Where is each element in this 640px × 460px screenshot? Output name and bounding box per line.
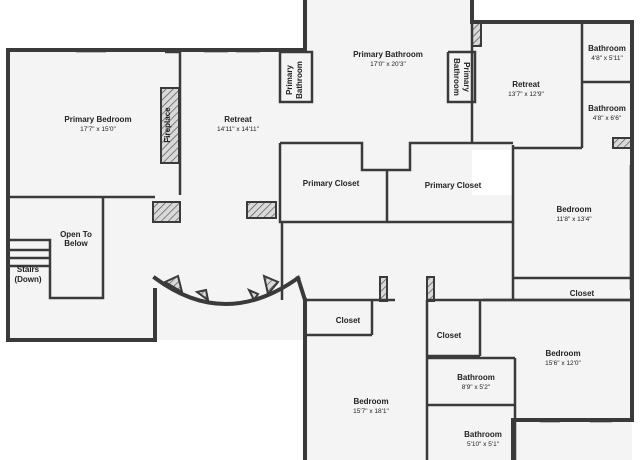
primary-closet-right-label: Primary Closet bbox=[425, 181, 482, 190]
floor-fill bbox=[8, 0, 632, 460]
retreat-right-label: Retreat bbox=[512, 80, 540, 89]
retreat-right-dims: 13'7" x 12'9" bbox=[508, 91, 544, 98]
open-to-below-line2: Below bbox=[64, 239, 88, 248]
retreat-left-label: Retreat bbox=[224, 115, 252, 124]
bedroom-bottom-label: Bedroom bbox=[353, 397, 388, 406]
bathroom-bottom-dims: 5'10" x 5'1" bbox=[467, 441, 500, 448]
primary-bedroom-dims: 17'7" x 15'0" bbox=[80, 126, 116, 133]
bathroom-second-label: Bathroom bbox=[588, 104, 626, 113]
primary-closet-left-label: Primary Closet bbox=[303, 179, 360, 188]
closet-right-label: Closet bbox=[570, 289, 595, 298]
open-to-below-line1: Open To bbox=[60, 230, 92, 239]
stairs-line1: Stairs bbox=[17, 265, 40, 274]
fireplace-label: Fireplace bbox=[163, 107, 172, 143]
stairs-line2: (Down) bbox=[14, 275, 41, 284]
primary-bathroom-dims: 17'0" x 20'3" bbox=[370, 61, 406, 68]
bedroom-lower-right-label: Bedroom bbox=[545, 349, 580, 358]
primary-bathroom-right-line1: Primary bbox=[462, 62, 471, 92]
stairs-treads bbox=[8, 248, 50, 268]
exterior-walls bbox=[6, 0, 634, 460]
primary-bathroom-small-line1: Primary bbox=[285, 65, 294, 95]
room-labels: Primary Bedroom 17'7" x 15'0" Retreat 14… bbox=[14, 44, 625, 448]
bathroom-lower-dims: 8'9" x 5'2" bbox=[462, 384, 491, 391]
bathroom-second-dims: 4'8" x 6'6" bbox=[593, 115, 622, 122]
bathroom-top-label: Bathroom bbox=[588, 44, 626, 53]
bedroom-right-label: Bedroom bbox=[556, 205, 591, 214]
fixtures bbox=[152, 21, 632, 303]
bathroom-bottom-label: Bathroom bbox=[464, 430, 502, 439]
pillar-right bbox=[246, 201, 277, 219]
bedroom-right-dims: 11'8" x 13'4" bbox=[556, 216, 592, 223]
primary-bathroom-small-line2: Bathroom bbox=[295, 61, 304, 99]
bathroom-top-dims: 4'8" x 5'11" bbox=[591, 55, 623, 62]
bathroom-lower-label: Bathroom bbox=[457, 373, 495, 382]
interior-walls bbox=[8, 22, 632, 460]
bedroom-lower-right-dims: 15'6" x 12'0" bbox=[545, 360, 581, 367]
primary-bedroom-label: Primary Bedroom bbox=[64, 115, 131, 124]
bedroom-bottom-dims: 15'7" x 18'1" bbox=[353, 408, 389, 415]
closet-small-label: Closet bbox=[437, 331, 462, 340]
pillar-left bbox=[152, 201, 181, 223]
primary-bathroom-label: Primary Bathroom bbox=[353, 50, 423, 59]
primary-bathroom-right-line2: Bathroom bbox=[452, 58, 461, 96]
retreat-left-dims: 14'11" x 14'11" bbox=[217, 126, 260, 133]
closet-middle-label: Closet bbox=[336, 316, 361, 325]
